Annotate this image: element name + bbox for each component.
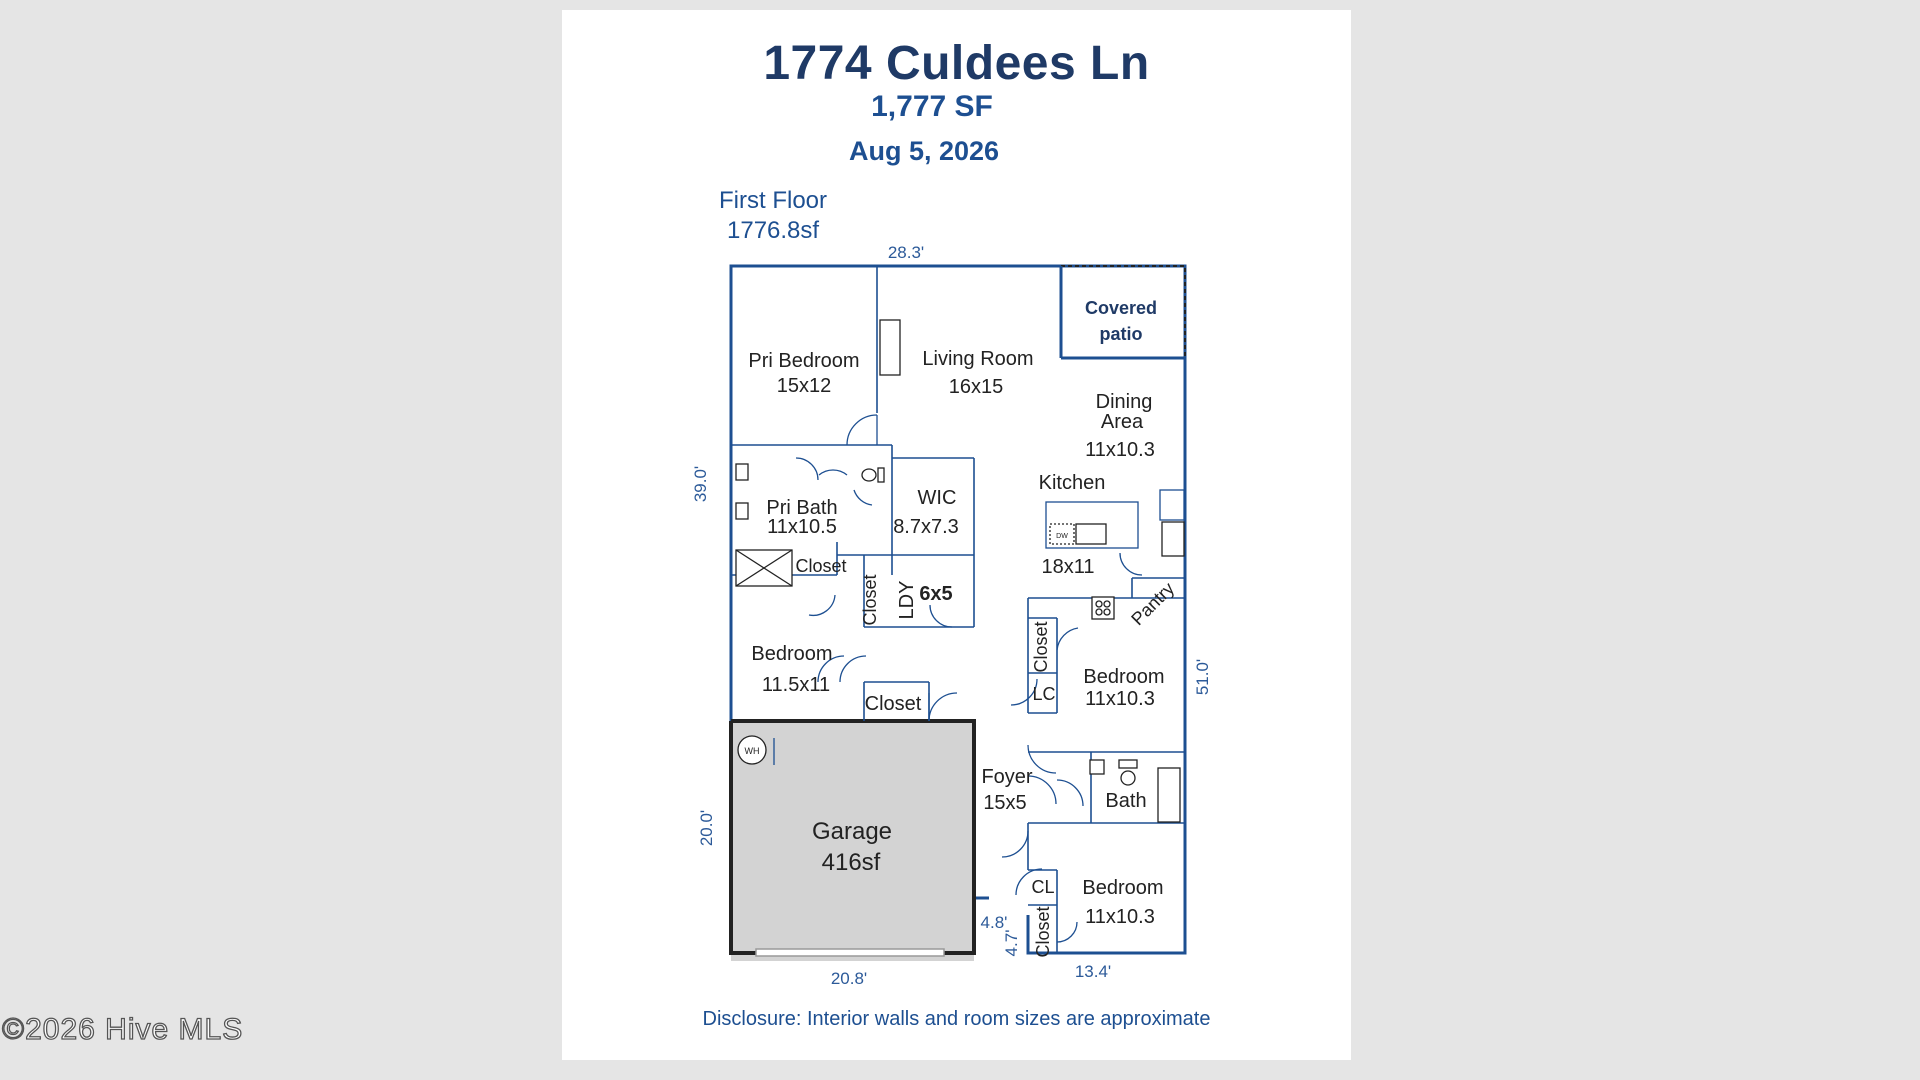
- dim-garage-bottom: 20.8': [831, 969, 867, 988]
- label-wic: WIC: [918, 487, 957, 509]
- floor-plan-sheet: 1774 Culdees Ln 1,777 SF Aug 5, 2026 Fir…: [562, 10, 1351, 1060]
- fireplace-icon: [879, 319, 901, 376]
- label-pri-bedroom-size: 15x12: [777, 375, 832, 397]
- label-cl: CL: [1031, 877, 1054, 897]
- toilet-fixture: [861, 468, 877, 482]
- disclosure-note: Disclosure: Interior walls and room size…: [702, 1008, 1211, 1030]
- dim-bottom-right: 13.4': [1075, 962, 1111, 981]
- label-area: Area: [1101, 411, 1144, 433]
- garage-walls: [729, 719, 976, 955]
- label-closet-bed1: Closet: [865, 693, 922, 715]
- plan-date: Aug 5, 2026: [848, 136, 1000, 166]
- floor-plan-diagram: Covered patio Pri Bedroom 15x12 Living R…: [691, 243, 1212, 988]
- kitchen-sink-icon: [1075, 523, 1107, 545]
- dim-right-side: 51.0': [1193, 659, 1212, 695]
- property-square-feet: 1,777 SF: [871, 90, 993, 123]
- dim-left-upper: 39.0': [691, 466, 710, 502]
- sink-fixture: [735, 502, 749, 520]
- label-kitchen-size: 18x11: [1041, 556, 1094, 578]
- label-living-room-size: 16x15: [949, 376, 1004, 398]
- label-patio: patio: [1100, 324, 1143, 344]
- label-kitchen: Kitchen: [1039, 472, 1106, 494]
- label-foyer-size: 15x5: [983, 792, 1026, 814]
- fixtures: [735, 319, 1185, 823]
- label-bedroom-1-size: 11.5x11: [762, 674, 830, 696]
- label-closet-ldy: Closet: [860, 574, 880, 625]
- label-lc: LC: [1032, 684, 1055, 704]
- label-pri-bedroom: Pri Bedroom: [748, 350, 859, 372]
- label-ldy: LDY: [896, 581, 918, 620]
- label-closet-pri: Closet: [795, 556, 846, 576]
- property-address: 1774 Culdees Ln: [763, 37, 1150, 90]
- dim-left-lower: 20.0': [697, 810, 716, 846]
- label-pantry: Pantry: [1127, 578, 1178, 629]
- label-dining: Dining: [1096, 391, 1153, 413]
- water-heater-icon: [737, 735, 767, 765]
- sink-fixture: [735, 463, 749, 481]
- dim-top-width: 28.3': [888, 243, 924, 262]
- label-pri-bath: Pri Bath: [766, 497, 837, 519]
- label-wh: WH: [745, 746, 760, 756]
- bath-sink-icon: [1089, 759, 1105, 775]
- garage-area: [731, 721, 974, 961]
- label-dw: DW: [1056, 533, 1068, 540]
- dim-step-horizontal: 4.8': [981, 913, 1008, 932]
- label-bedroom-2: Bedroom: [1083, 666, 1164, 688]
- dim-step-vertical: 4.7': [1002, 930, 1021, 957]
- label-garage-size: 416sf: [822, 849, 881, 876]
- floor-area: 1776.8sf: [727, 217, 820, 244]
- label-wic-size: 8.7x7.3: [893, 516, 959, 538]
- floor-name: First Floor: [719, 187, 827, 214]
- label-bedroom-2-size: 11x10.3: [1085, 688, 1155, 710]
- stove-icon: [1091, 596, 1115, 620]
- label-bedroom-1: Bedroom: [751, 643, 832, 665]
- bath-toilet-icon: [1118, 759, 1138, 769]
- dimension-labels: 28.3' 39.0' 20.0' 51.0' 20.8' 13.4' 4.8'…: [691, 243, 1212, 988]
- label-foyer: Foyer: [981, 766, 1032, 788]
- label-living-room: Living Room: [922, 348, 1033, 370]
- label-closet-bed3: Closet: [1033, 906, 1053, 957]
- floor-label: First Floor 1776.8sf: [719, 186, 827, 246]
- garage-door: [755, 948, 945, 957]
- label-pri-bath-size: 11x10.5: [767, 516, 837, 538]
- label-bedroom-3: Bedroom: [1082, 877, 1163, 899]
- label-bedroom-3-size: 11x10.3: [1085, 906, 1155, 928]
- label-dining-size: 11x10.3: [1085, 439, 1155, 461]
- fridge-icon: [1161, 521, 1185, 557]
- label-covered: Covered: [1085, 298, 1157, 318]
- label-bath: Bath: [1105, 790, 1146, 812]
- bathtub-icon: [1157, 767, 1181, 823]
- room-labels: Covered patio Pri Bedroom 15x12 Living R…: [745, 298, 1179, 958]
- door-swings: [795, 414, 1143, 943]
- label-closet-bed2: Closet: [1031, 621, 1051, 672]
- label-ldy-size: 6x5: [919, 583, 952, 605]
- mls-watermark: ©2026 Hive MLS: [1, 1012, 244, 1046]
- label-garage: Garage: [812, 818, 892, 845]
